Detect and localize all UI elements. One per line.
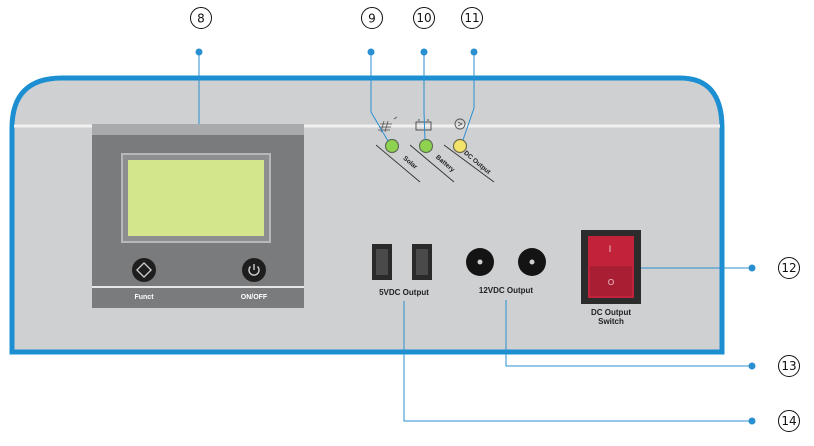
switch-on-mark: I <box>609 244 612 254</box>
lcd-screen <box>128 160 264 236</box>
switch-label-line1: DC Output <box>591 308 631 317</box>
callout-11: 11 <box>461 7 483 29</box>
callout-8: 8 <box>190 7 212 29</box>
svg-text:14: 14 <box>781 414 796 428</box>
usb-port-1[interactable] <box>372 244 392 280</box>
dc-output-underline <box>443 144 495 183</box>
dc-output-ports-label: 12VDC Output <box>479 286 534 295</box>
solar-panel-icon <box>378 116 398 133</box>
usb-port-2[interactable] <box>412 244 432 280</box>
svg-text:8: 8 <box>197 12 205 26</box>
dc-output-led <box>452 138 468 154</box>
battery-underline <box>409 144 455 183</box>
funct-label: Funct <box>134 294 154 301</box>
solar-underline <box>375 144 421 183</box>
svg-text:11: 11 <box>464 11 479 25</box>
callout-leaders <box>198 52 752 422</box>
dc-output-switch[interactable]: I O <box>581 230 641 304</box>
funct-diamond-icon <box>136 262 152 278</box>
battery-led <box>418 138 434 154</box>
onoff-label: ON/OFF <box>241 294 268 301</box>
solar-led <box>384 138 400 154</box>
callout-10: 10 <box>413 7 435 29</box>
dc-socket-1[interactable] <box>466 248 494 276</box>
battery-icon <box>415 119 432 131</box>
usb-output-label: 5VDC Output <box>379 288 429 297</box>
callout-dots <box>195 48 756 425</box>
display-module-top-bar <box>92 124 304 135</box>
switch-off-mark: O <box>608 278 614 287</box>
svg-text:10: 10 <box>416 11 431 25</box>
dc-output-icon <box>454 118 466 130</box>
svg-text:9: 9 <box>368 12 376 26</box>
svg-text:12: 12 <box>781 261 796 275</box>
callout-14: 14 <box>778 410 800 432</box>
funct-button[interactable] <box>132 258 156 282</box>
callout-13: 13 <box>778 355 800 377</box>
callout-9: 9 <box>361 7 383 29</box>
power-icon <box>248 264 260 276</box>
dc-socket-2[interactable] <box>518 248 546 276</box>
power-button[interactable] <box>242 258 266 282</box>
svg-text:13: 13 <box>781 359 796 373</box>
switch-label-line2: Switch <box>598 317 624 326</box>
callout-12: 12 <box>778 257 800 279</box>
